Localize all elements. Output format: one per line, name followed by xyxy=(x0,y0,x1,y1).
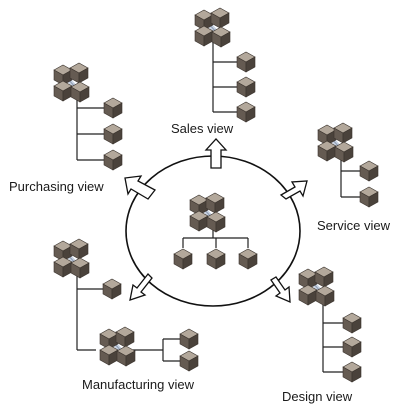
service-view-hierarchy xyxy=(340,158,361,198)
sales-part-icon xyxy=(236,51,256,73)
manufacturing-subassembly-icon xyxy=(100,327,135,366)
purchasing-part-icon xyxy=(103,123,123,145)
sales-assembly-icon xyxy=(195,8,230,47)
arrow-to-purchasing xyxy=(124,175,156,200)
sales-part-icon xyxy=(236,101,256,123)
service-part-icon xyxy=(359,186,379,208)
design-part-icon xyxy=(342,336,362,358)
manufacturing-view-hierarchy xyxy=(76,275,180,362)
purchasing-part-icon xyxy=(103,97,123,119)
purchasing-view-label: Purchasing view xyxy=(9,179,104,194)
design-part-icon xyxy=(342,361,362,383)
purchasing-assembly-icon xyxy=(54,63,89,102)
purchasing-part-icon xyxy=(103,149,123,171)
design-view-label: Design view xyxy=(282,389,353,404)
manufacturing-part-icon xyxy=(179,328,199,350)
design-part-icon xyxy=(342,312,362,334)
manufacturing-part-icon xyxy=(179,350,199,372)
design-assembly-icon xyxy=(299,267,334,306)
sales-view-hierarchy xyxy=(212,40,238,113)
sales-view-label: Sales view xyxy=(171,121,234,136)
manufacturing-assembly-icon xyxy=(54,239,89,278)
arrow-to-manufacturing xyxy=(129,273,153,301)
service-part-icon xyxy=(359,160,379,182)
purchasing-view-hierarchy xyxy=(76,98,105,161)
manufacturing-view-label: Manufacturing view xyxy=(82,377,194,392)
service-assembly-icon xyxy=(318,123,353,162)
manufacturing-part-icon xyxy=(102,278,122,300)
arrow-to-service xyxy=(279,180,308,200)
sales-part-icon xyxy=(236,76,256,98)
arrow-to-design xyxy=(270,276,291,304)
design-view-hierarchy xyxy=(322,303,343,373)
service-view-label: Service view xyxy=(317,218,390,233)
central-hierarchy xyxy=(182,228,249,248)
arrow-to-sales xyxy=(204,138,228,169)
